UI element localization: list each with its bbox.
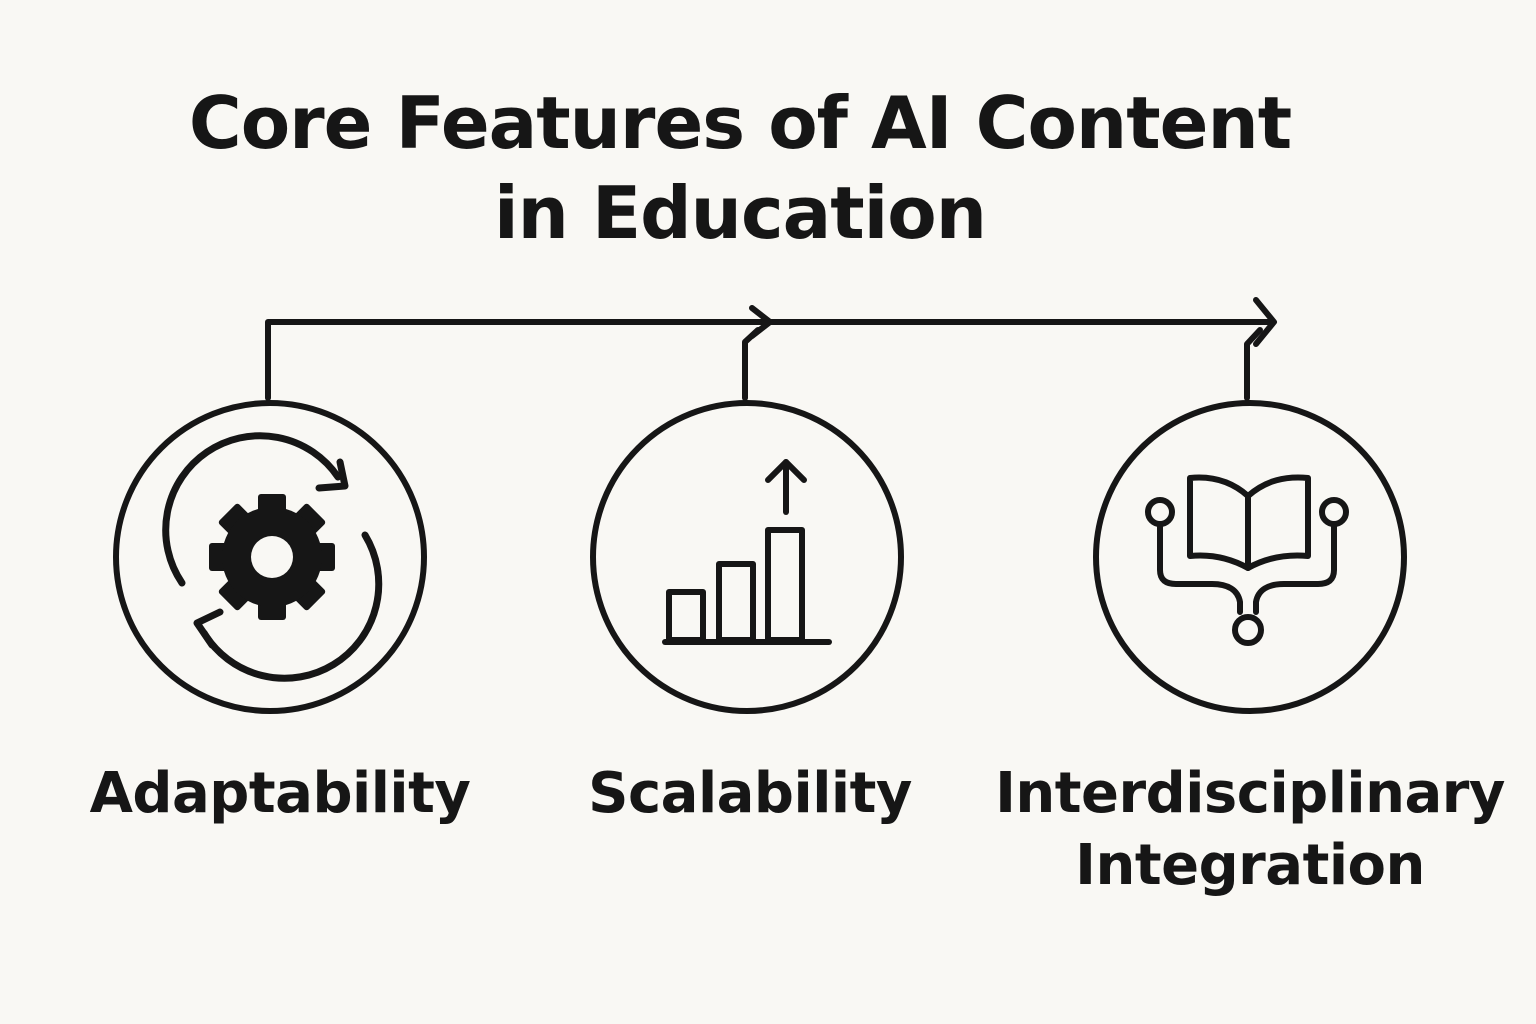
bar-chart-growth-icon [662,459,832,645]
feature-label-interdisciplinary: Interdisciplinary Integration [980,758,1520,902]
feature-circle-adaptability [113,400,427,714]
connector-drop-3 [1244,327,1263,401]
feature-label-scalability: Scalability [530,758,970,830]
feature-circle-scalability [590,400,904,714]
feature-circle-interdisciplinary [1093,400,1407,714]
book-network-icon [1145,474,1349,646]
page-title: Core Features of AI Content in Education [0,78,1480,258]
page-title-line-1: Core Features of AI Content [188,81,1292,165]
flow-connector-line [265,319,1275,401]
feature-label-line-2: Integration [1075,833,1425,898]
feature-label-text: Adaptability [89,761,471,826]
arrow-head-2 [1253,297,1277,347]
page-title-line-2: in Education [493,171,987,255]
feature-label-line-1: Interdisciplinary [995,761,1505,826]
feature-label-adaptability: Adaptability [60,758,500,830]
gear-cycle-icon [162,432,383,682]
connector-drop-2 [742,327,761,401]
feature-label-text: Scalability [588,761,912,826]
